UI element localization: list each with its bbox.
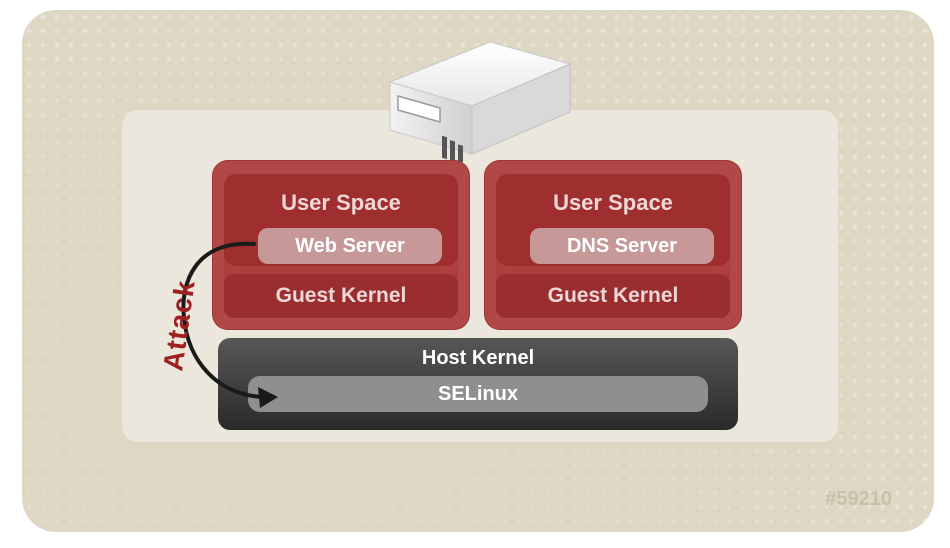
guest-kernel-web: Guest Kernel: [224, 274, 458, 318]
guest-kernel-dns: Guest Kernel: [496, 274, 730, 318]
vm-web: User Space Web Server Guest Kernel: [212, 160, 470, 330]
user-space-web: User Space Web Server: [224, 174, 458, 266]
user-space-label: User Space: [281, 190, 401, 215]
web-server-label: Web Server: [258, 228, 442, 264]
host-kernel-label: Host Kernel: [421, 347, 535, 369]
server-box-icon: [388, 41, 572, 162]
user-space-label: User Space: [553, 190, 673, 215]
host-kernel: Host Kernel SELinux: [218, 338, 738, 430]
dns-server-label: DNS Server: [530, 228, 714, 264]
user-space-dns: User Space DNS Server: [496, 174, 730, 266]
figure-id-watermark: #59210: [825, 488, 892, 510]
selinux-label: SELinux: [248, 376, 708, 412]
vm-dns: User Space DNS Server Guest Kernel: [484, 160, 742, 330]
